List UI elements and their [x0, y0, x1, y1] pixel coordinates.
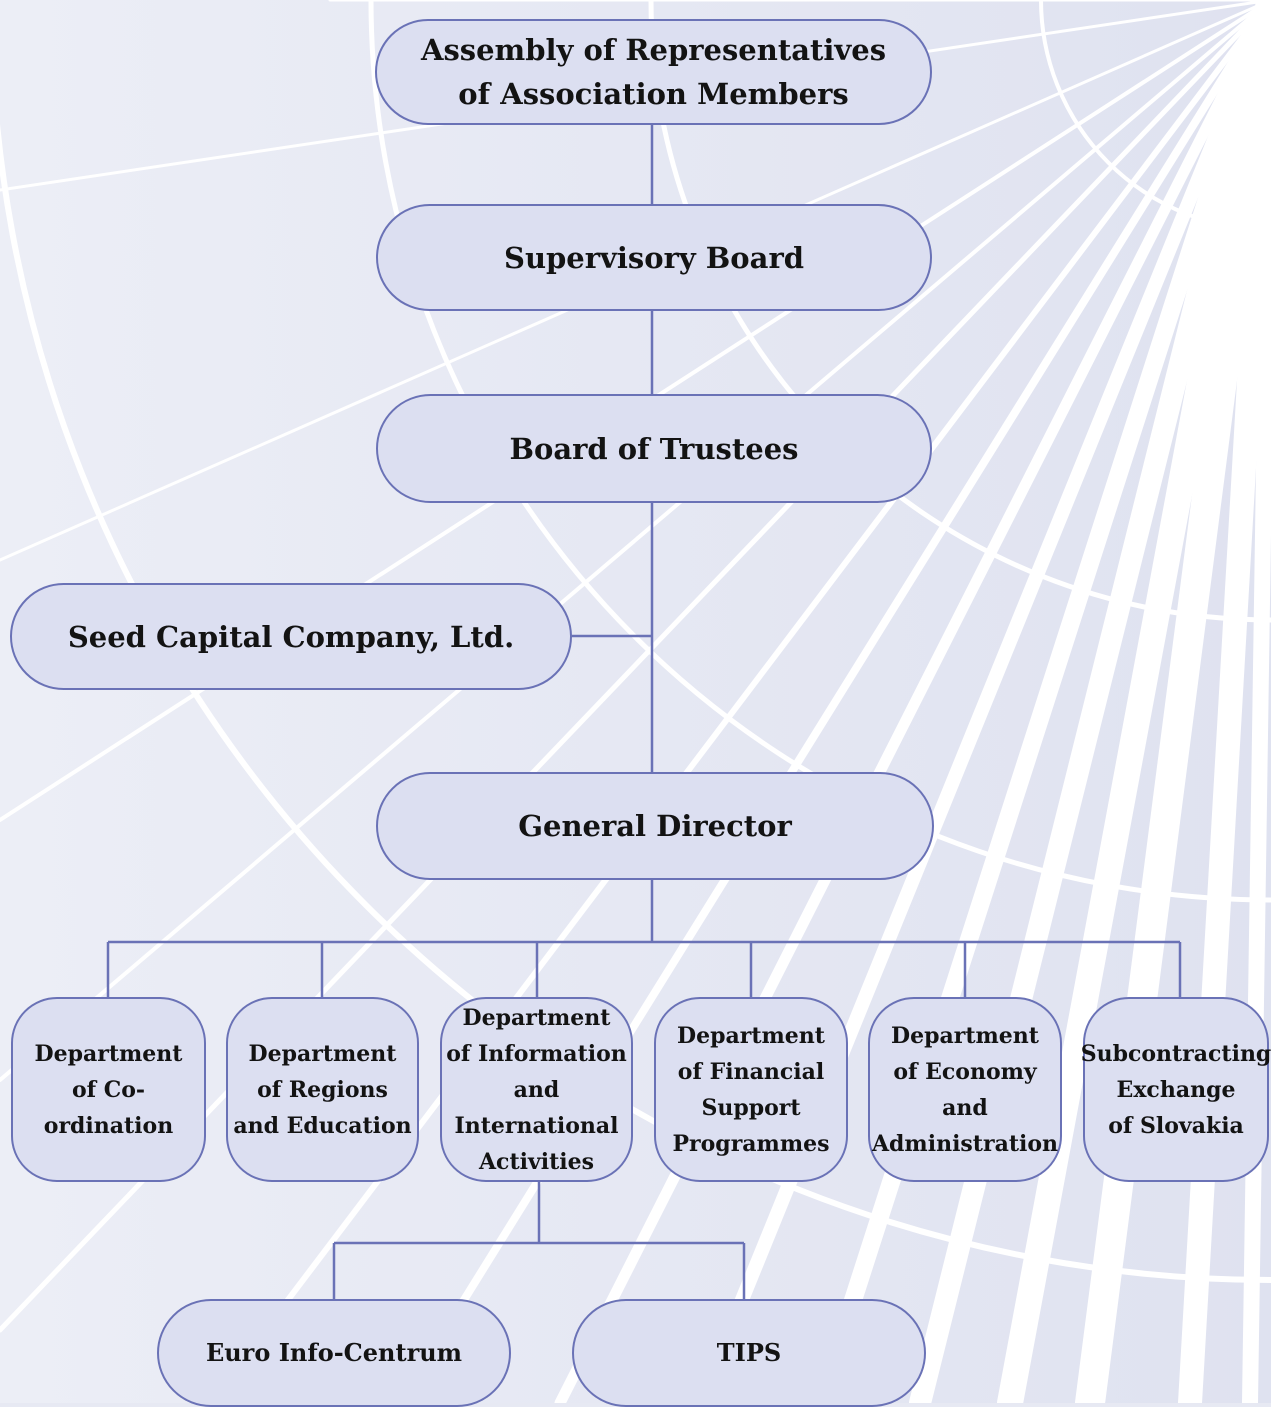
node-department-information-international: Department of Information and Internatio… [440, 997, 633, 1182]
node-seed-capital: Seed Capital Company, Ltd. [10, 583, 572, 690]
node-general-director: General Director [376, 772, 934, 880]
node-euro-info-centrum: Euro Info-Centrum [157, 1299, 511, 1407]
node-supervisory-board: Supervisory Board [376, 204, 932, 311]
node-department-economy-administration: Department of Economy and Administration [868, 997, 1062, 1182]
node-tips: TIPS [572, 1299, 926, 1407]
node-department-financial-support: Department of Financial Support Programm… [654, 997, 848, 1182]
node-assembly: Assembly of Representatives of Associati… [375, 19, 932, 125]
node-subcontracting-exchange: Subcontracting Exchange of Slovakia [1081, 997, 1271, 1182]
node-board-of-trustees: Board of Trustees [376, 394, 932, 503]
node-department-coordination: Department of Co-ordination [11, 997, 206, 1182]
node-department-regions-education: Department of Regions and Education [226, 997, 419, 1182]
